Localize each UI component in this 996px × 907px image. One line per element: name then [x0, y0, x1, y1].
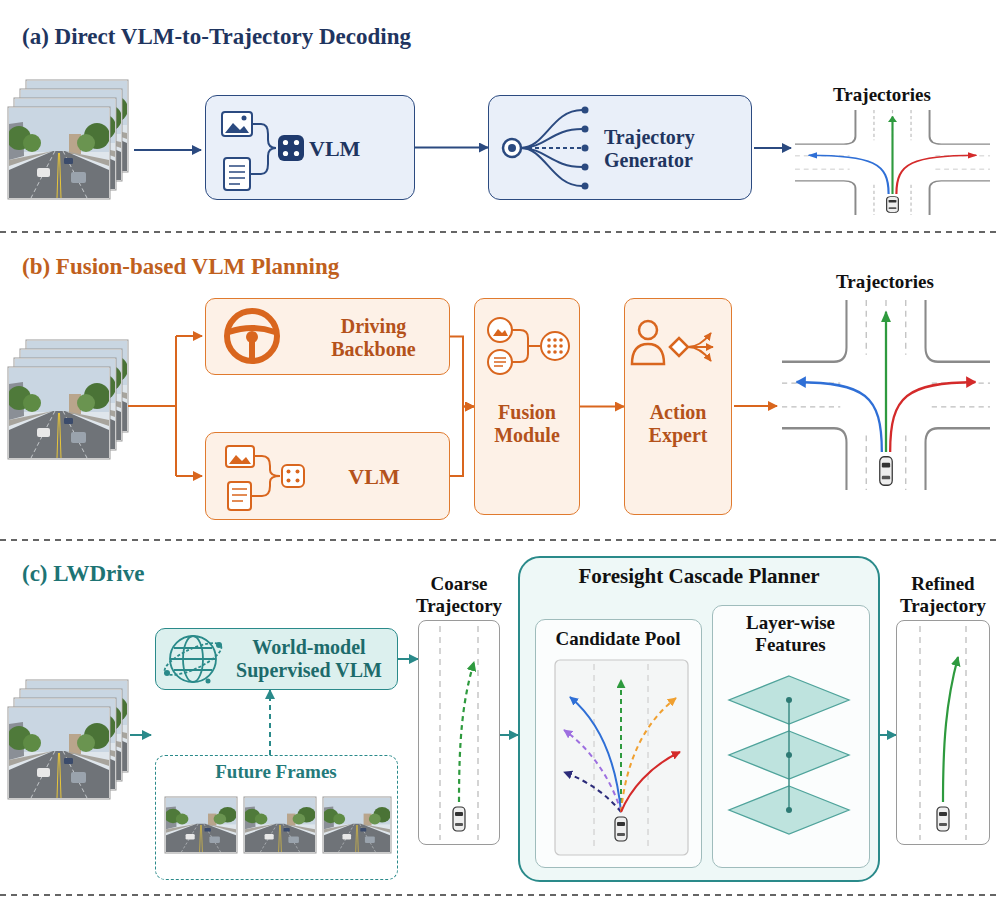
output-label: Trajectories: [818, 271, 952, 293]
section-title: (b) Fusion-based VLM Planning: [22, 254, 542, 280]
flow-arrow: [450, 337, 474, 407]
process-box: VLM: [205, 432, 450, 520]
node-label: Coarse Trajectory: [404, 573, 514, 617]
node-label: Trajectory Generator: [604, 126, 744, 172]
process-box: Fusion Module: [474, 298, 580, 515]
node-label: Layer-wise Features: [713, 612, 868, 656]
process-box: World-model Supervised VLM: [155, 628, 398, 690]
fusion-icon: [488, 318, 569, 374]
node-label: World-model Supervised VLM: [224, 636, 394, 682]
text-area: VLM: [314, 433, 434, 521]
globe-icon: [161, 636, 226, 684]
text-area: Trajectory Generator: [604, 96, 744, 201]
coarse-trajectory-art: [440, 626, 478, 840]
candidate-pool-art: [555, 660, 688, 855]
process-box: VLM: [205, 95, 415, 200]
future-frame-images: [165, 797, 391, 853]
text-area: Refined Trajectory: [892, 563, 994, 617]
text-area: VLM: [309, 96, 411, 201]
trajectory-panel: Refined Trajectory: [892, 563, 994, 845]
trajectory-panel: Coarse Trajectory: [404, 563, 514, 845]
section-title: (a) Direct VLM-to-Trajectory Decoding: [22, 24, 542, 50]
steering-wheel-icon: [227, 311, 277, 361]
text-area: Action Expert: [627, 384, 729, 464]
process-box: Action Expert: [624, 298, 732, 515]
output-label: Trajectories: [815, 84, 949, 106]
node-label: VLM: [309, 136, 360, 161]
label-holder: (b) Fusion-based VLM Planning: [22, 254, 542, 280]
camera-frames: [7, 80, 128, 199]
text-area: Driving Backbone: [306, 299, 441, 376]
node-label: Refined Trajectory: [892, 573, 994, 617]
trajectory-frame: [418, 620, 500, 845]
section-title: (c) LWDrive: [22, 561, 322, 587]
sub-panel: Candidate Pool: [535, 619, 702, 868]
node-label: Future Frames: [215, 761, 337, 783]
text-area: Future Frames: [156, 761, 396, 793]
label-holder: (c) LWDrive: [22, 561, 322, 587]
flow-arrow: [398, 658, 418, 660]
flow-arrow: [450, 407, 474, 477]
flow-arrow: [500, 734, 518, 736]
process-box: Trajectory Generator: [488, 95, 752, 200]
node-label: VLM: [348, 464, 399, 489]
vlm-icon: [226, 446, 304, 510]
flow-arrow: [415, 147, 488, 149]
flow-arrow: [880, 734, 896, 736]
refined-trajectory-art: [920, 626, 966, 840]
text-area: Candidate Pool: [536, 628, 700, 658]
vlm-icon: [222, 112, 304, 190]
node-label: Foresight Cascade Planner: [578, 564, 819, 588]
text-area: Layer-wise Features: [713, 612, 868, 668]
text-area: Coarse Trajectory: [404, 563, 514, 617]
label-holder: Trajectories: [818, 271, 952, 293]
trajectory-frame: [896, 620, 990, 845]
sub-panel: Layer-wise Features: [712, 605, 870, 868]
flow-arrow: [580, 406, 624, 408]
node-label: Fusion Module: [477, 401, 577, 447]
camera-frames: [7, 680, 128, 799]
process-box: Driving Backbone: [205, 298, 450, 375]
camera-frames: [7, 340, 128, 459]
text-area: Fusion Module: [477, 384, 577, 464]
input-group: Future Frames: [155, 755, 398, 880]
flow-arrow: [269, 690, 271, 755]
label-holder: Trajectories: [815, 84, 949, 106]
label-holder: (a) Direct VLM-to-Trajectory Decoding: [22, 24, 542, 50]
generator-icon: [503, 107, 589, 190]
text-area: Foresight Cascade Planner: [520, 564, 878, 596]
node-label: Candidate Pool: [555, 628, 680, 650]
node-label: Action Expert: [627, 401, 729, 447]
layer-planes: [729, 676, 849, 834]
expert-icon: [632, 321, 713, 364]
planner-group: Candidate Pool Layer-wise Features Foresig…: [518, 556, 880, 882]
text-area: World-model Supervised VLM: [224, 629, 394, 689]
node-label: Driving Backbone: [306, 315, 441, 361]
